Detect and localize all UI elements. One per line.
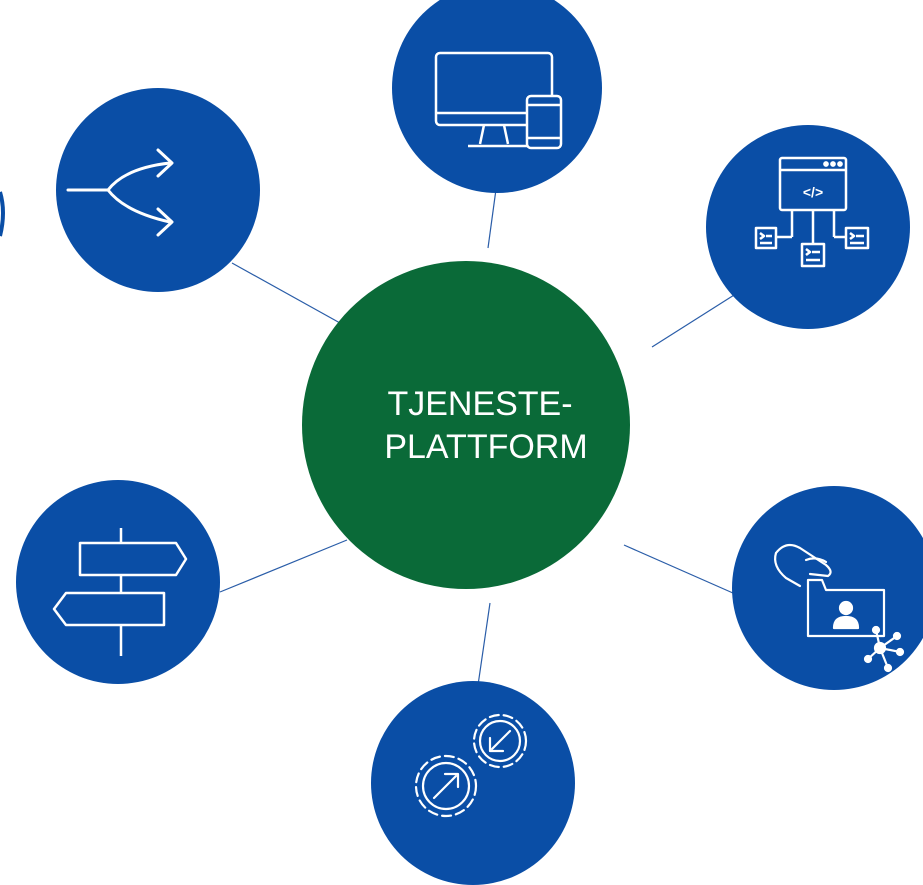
center-node: TJENESTE- PLATTFORM bbox=[302, 261, 630, 589]
satellite-circle bbox=[16, 480, 220, 684]
satellite-circle bbox=[371, 681, 575, 885]
connector-branching bbox=[231, 262, 341, 324]
gears-arrows-icon bbox=[414, 713, 528, 818]
connector-code bbox=[651, 289, 743, 348]
split-arrows-icon bbox=[66, 148, 174, 237]
satellite-circle bbox=[392, 0, 602, 193]
connector-handshake bbox=[623, 544, 743, 598]
connector-devices bbox=[487, 181, 498, 249]
edge-mark bbox=[0, 191, 5, 237]
center-label-line1: TJENESTE- bbox=[387, 385, 572, 423]
satellite-devices bbox=[392, 0, 602, 193]
satellite-circle bbox=[56, 88, 260, 292]
connector-gears bbox=[476, 602, 491, 693]
signpost-icon bbox=[52, 528, 188, 656]
satellite-branching bbox=[56, 88, 260, 292]
center-circle bbox=[302, 261, 630, 589]
monitor-phone-icon bbox=[434, 51, 563, 150]
satellite-circle bbox=[706, 125, 910, 329]
satellite-gears bbox=[371, 681, 575, 885]
satellite-signpost bbox=[16, 480, 220, 684]
center-label-line2: PLATTFORM bbox=[384, 428, 587, 466]
satellite-circle bbox=[732, 486, 923, 690]
satellite-handshake bbox=[732, 486, 923, 690]
svg-text:</>: </> bbox=[803, 184, 823, 200]
code-window-tree-icon: </> bbox=[754, 156, 870, 268]
satellite-code: </> bbox=[706, 125, 910, 329]
connector-lines bbox=[219, 181, 743, 693]
hand-id-card-network-icon bbox=[774, 543, 905, 673]
connector-signpost bbox=[219, 539, 348, 593]
